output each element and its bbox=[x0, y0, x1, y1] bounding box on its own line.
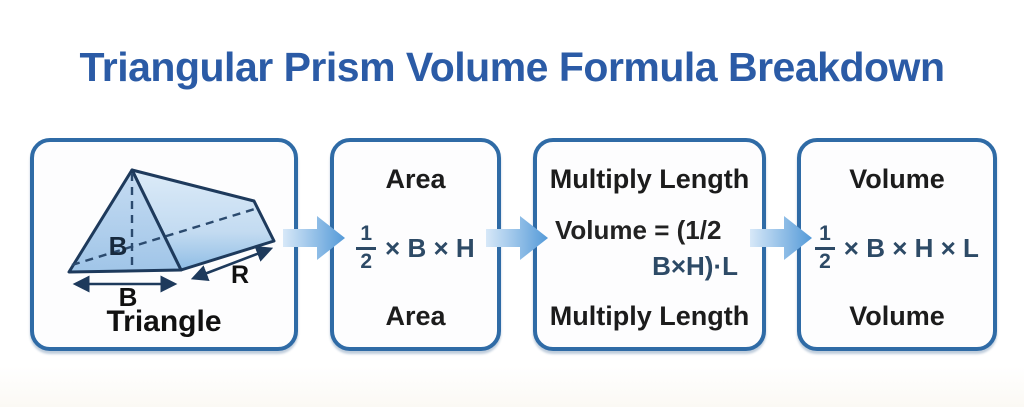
area-bottom-label: Area bbox=[385, 301, 446, 331]
volume-top-label: Volume bbox=[849, 164, 945, 194]
area-top-label: Area bbox=[385, 164, 446, 194]
prism-front-face bbox=[67, 168, 183, 274]
height-label: B bbox=[109, 231, 128, 261]
step-card-triangle: B B R Triangle bbox=[30, 138, 298, 351]
step-card-area: Area 1 2 × B × H Area bbox=[330, 138, 501, 351]
fraction-one-half: 1 2 bbox=[356, 222, 377, 273]
area-formula-rest: × B × H bbox=[385, 232, 475, 263]
volume-formula-rest: × B × H × L bbox=[843, 232, 979, 263]
triangle-caption: Triangle bbox=[106, 305, 222, 338]
multiply-top-label: Multiply Length bbox=[549, 164, 750, 194]
depth-label: R bbox=[231, 261, 249, 289]
page-title: Triangular Prism Volume Formula Breakdow… bbox=[79, 44, 945, 90]
triangular-prism-illustration: B B R bbox=[67, 168, 276, 312]
multiply-bottom-label: Multiply Length bbox=[549, 301, 750, 331]
area-formula: 1 2 × B × H bbox=[356, 222, 475, 273]
fraction-numerator: 1 bbox=[815, 222, 835, 250]
fraction-denominator: 2 bbox=[360, 250, 373, 273]
right-flow-arrow-icon bbox=[486, 216, 548, 260]
base-label: B bbox=[119, 282, 138, 312]
fraction-one-half: 1 2 bbox=[815, 222, 835, 273]
right-flow-arrow-icon bbox=[750, 216, 812, 260]
volume-equation-line1: Volume = (1/2 bbox=[555, 214, 722, 245]
fraction-denominator: 2 bbox=[819, 250, 831, 273]
depth-dimension-arrow bbox=[190, 245, 274, 282]
prism-hidden-edge bbox=[71, 206, 259, 267]
step-card-volume: Volume 1 2 × B × H × L Volume bbox=[797, 138, 997, 351]
fraction-numerator: 1 bbox=[356, 222, 377, 250]
volume-formula: 1 2 × B × H × L bbox=[815, 222, 979, 273]
volume-equation-line2: B×H)·L bbox=[652, 250, 738, 281]
step-card-multiply-length: Multiply Length Volume = (1/2 B×H)·L Mul… bbox=[533, 138, 766, 351]
volume-equation: Volume = (1/2 B×H)·L bbox=[541, 215, 758, 282]
volume-bottom-label: Volume bbox=[849, 301, 945, 331]
right-flow-arrow-icon bbox=[283, 216, 345, 260]
